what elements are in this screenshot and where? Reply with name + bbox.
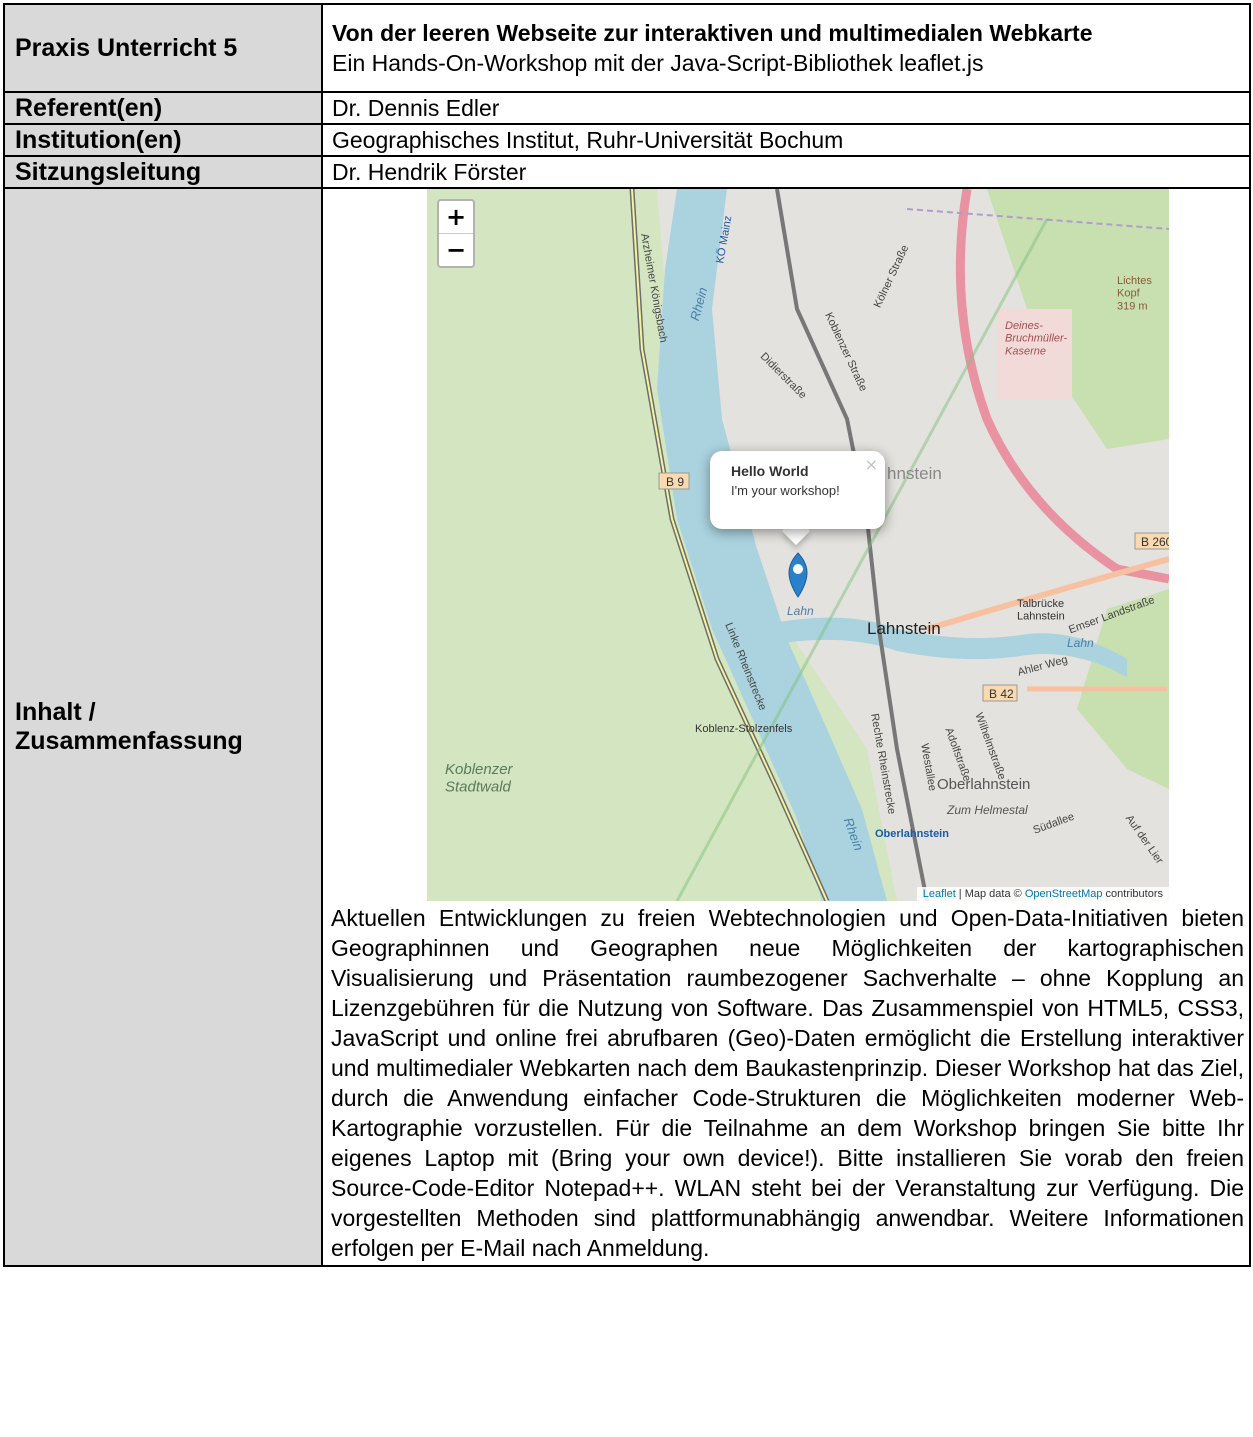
map-marker[interactable] [788, 552, 808, 598]
river-rhein [657, 189, 887, 901]
zoom-in-button[interactable]: + [439, 201, 473, 234]
label-lahnstein: Lahnstein [867, 619, 941, 638]
header-label: Praxis Unterricht 5 [3, 3, 323, 93]
label-b42: B 42 [989, 687, 1014, 701]
referent-label: Referent(en) [3, 91, 323, 125]
label-lahn-west: Lahn [787, 604, 814, 618]
session-info-table: Praxis Unterricht 5 Von der leeren Webse… [3, 3, 1251, 1267]
road-left [631, 189, 828, 901]
row-referent: Referent(en) Dr. Dennis Edler [3, 91, 1251, 125]
boundary-line [906, 208, 1169, 230]
content-label-line2: Zusammenfassung [15, 727, 243, 755]
label-lahn-east: Lahn [1067, 636, 1094, 650]
label-lahnstein-faded: hnstein [887, 464, 942, 483]
label-zum-helmestal: Zum Helmestal [946, 803, 1028, 817]
label-oberlahnstein: Oberlahnstein [937, 776, 1030, 793]
content-label: Inhalt / Zusammenfassung [3, 187, 323, 1267]
power-line [675, 218, 1049, 901]
road-b260 [926, 556, 1169, 632]
label-oberlahnstein-station: Oberlahnstein [875, 828, 949, 840]
header-row: Praxis Unterricht 5 Von der leeren Webse… [3, 3, 1251, 93]
forest-area-east [987, 189, 1169, 449]
zoom-out-button[interactable]: − [445, 236, 467, 264]
label-b9: B 9 [666, 475, 684, 489]
label-koblenz-stolzenfels: Koblenz-Stolzenfels [695, 723, 793, 735]
osm-link[interactable]: OpenStreetMap [1024, 888, 1103, 900]
row-content: Inhalt / Zusammenfassung [3, 187, 1251, 1267]
institution-label: Institution(en) [3, 123, 323, 157]
attribution-end: contributors [1102, 888, 1163, 900]
label-b260: B 260 [1141, 535, 1169, 549]
map-attribution: Leaflet | Map data © OpenStreetMap contr… [916, 887, 1169, 901]
leaflet-link[interactable]: Leaflet [922, 888, 956, 900]
header-value-cell: Von der leeren Webseite zur interaktiven… [321, 3, 1251, 93]
session-subtitle: Ein Hands-On-Workshop mit der Java-Scrip… [332, 50, 984, 76]
session-title: Von der leeren Webseite zur interaktiven… [332, 20, 1093, 46]
content-label-line1: Inhalt / [15, 698, 96, 726]
web-map[interactable]: B 9 B 260 B 42 Lahnstein hnstein Oberlah… [427, 189, 1169, 901]
row-sitzungsleitung: Sitzungsleitung Dr. Hendrik Förster [3, 155, 1251, 189]
map-canvas[interactable]: B 9 B 260 B 42 Lahnstein hnstein Oberlah… [427, 189, 1169, 901]
abstract-text: Aktuellen Entwicklungen zu freien Webtec… [331, 905, 1244, 1261]
referent-value: Dr. Dennis Edler [321, 91, 1251, 125]
motorway [955, 189, 1169, 584]
label-deines: Deines-Bruchmüller-Kaserne [1005, 320, 1067, 357]
sitzungsleitung-label: Sitzungsleitung [3, 155, 323, 189]
row-institution: Institution(en) Geographisches Institut,… [3, 123, 1251, 157]
kaserne-area [997, 309, 1072, 399]
sitzungsleitung-value: Dr. Hendrik Förster [321, 155, 1251, 189]
popup-close-icon[interactable]: × [864, 455, 878, 474]
popup-text: I'm your workshop! [731, 483, 840, 498]
attribution-text: | Map data © [955, 888, 1025, 900]
zoom-control: + − [437, 199, 475, 268]
river-lahn [767, 617, 1127, 677]
content-cell: B 9 B 260 B 42 Lahnstein hnstein Oberlah… [321, 187, 1251, 1267]
popup-title: Hello World [731, 463, 809, 479]
marker-popup: Hello World I'm your workshop! × [710, 451, 885, 529]
institution-value: Geographisches Institut, Ruhr-Universitä… [321, 123, 1251, 157]
